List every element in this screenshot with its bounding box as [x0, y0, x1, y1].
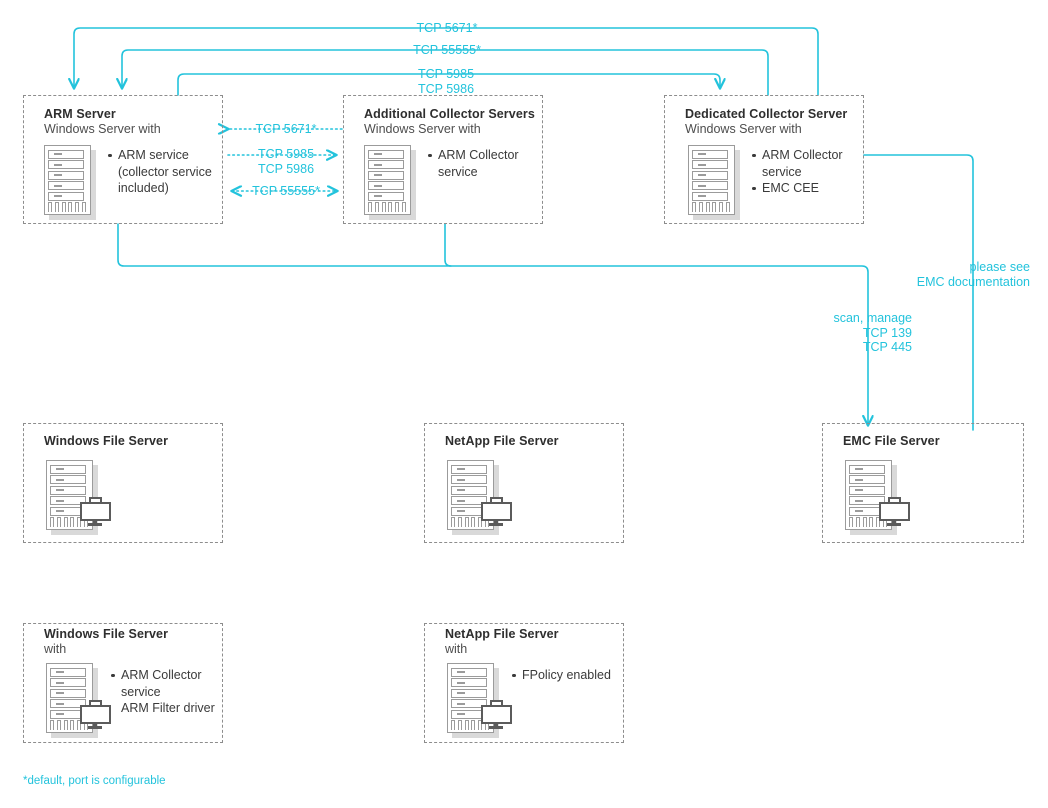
- label-top-tcp-5671: TCP 5671*: [416, 21, 478, 35]
- list-item: ARM service (collector service included): [108, 147, 214, 197]
- netapp-file-server-title: NetApp File Server: [445, 434, 559, 448]
- list-item: ARM Collector service ARM Filter driver: [111, 667, 217, 717]
- list-item: FPolicy enabled: [512, 667, 623, 684]
- emc-file-server-title: EMC File Server: [843, 434, 940, 448]
- monitor-icon: [481, 700, 512, 730]
- windows-file-server-agent-subtitle: with: [44, 642, 67, 656]
- arm-server-title: ARM Server: [44, 107, 116, 121]
- dedicated-collector-title: Dedicated Collector Server: [685, 107, 848, 121]
- netapp-file-server-fpolicy-bullets: FPolicy enabled: [508, 667, 623, 684]
- label-mid-tcp-55555: TCP 55555*: [252, 184, 320, 198]
- additional-collector-title: Additional Collector Servers: [364, 107, 535, 121]
- monitor-icon: [80, 497, 111, 527]
- node-additional-collector-servers[interactable]: [343, 95, 543, 224]
- node-arm-server[interactable]: [23, 95, 223, 224]
- file-server-icon: [845, 460, 897, 535]
- node-windows-file-server[interactable]: [23, 423, 223, 543]
- list-item: EMC CEE: [752, 180, 863, 197]
- additional-collector-subtitle: Windows Server with: [364, 122, 481, 136]
- list-item: ARM Collector service: [752, 147, 863, 180]
- dedicated-collector-subtitle: Windows Server with: [685, 122, 802, 136]
- server-tower-icon: [44, 145, 96, 220]
- label-mid-tcp-5985-5986: TCP 5985 TCP 5986: [257, 147, 315, 176]
- windows-file-server-agent-title: Windows File Server: [44, 627, 169, 641]
- label-emc-documentation: please see EMC documentation: [916, 260, 1030, 289]
- label-top-tcp-55555: TCP 55555*: [413, 43, 481, 57]
- arm-server-subtitle: Windows Server with: [44, 122, 161, 136]
- dedicated-collector-bullets: ARM Collector service EMC CEE: [748, 147, 863, 197]
- monitor-icon: [80, 700, 111, 730]
- file-server-icon: [447, 663, 499, 738]
- label-mid-tcp-5671: TCP 5671*: [255, 122, 317, 136]
- additional-collector-bullets: ARM Collector service: [424, 147, 534, 180]
- server-tower-icon: [688, 145, 740, 220]
- node-emc-file-server[interactable]: [822, 423, 1024, 543]
- file-server-icon: [46, 460, 98, 535]
- arm-server-bullets: ARM service (collector service included): [104, 147, 214, 197]
- label-scan-manage-ports: scan, manage TCP 139 TCP 445: [833, 311, 912, 354]
- monitor-icon: [879, 497, 910, 527]
- label-top-tcp-5985-5986: TCP 5985 TCP 5986: [417, 67, 475, 96]
- footnote-default-port: *default, port is configurable: [23, 775, 166, 787]
- windows-file-server-agent-bullets: ARM Collector service ARM Filter driver: [107, 667, 217, 717]
- node-netapp-file-server-fpolicy[interactable]: [424, 623, 624, 743]
- node-dedicated-collector-server[interactable]: [664, 95, 864, 224]
- netapp-file-server-fpolicy-title: NetApp File Server: [445, 627, 559, 641]
- netapp-file-server-fpolicy-subtitle: with: [445, 642, 468, 656]
- windows-file-server-title: Windows File Server: [44, 434, 169, 448]
- server-tower-icon: [364, 145, 416, 220]
- list-item: ARM Collector service: [428, 147, 534, 180]
- node-netapp-file-server[interactable]: [424, 423, 624, 543]
- node-windows-file-server-agent[interactable]: [23, 623, 223, 743]
- monitor-icon: [481, 497, 512, 527]
